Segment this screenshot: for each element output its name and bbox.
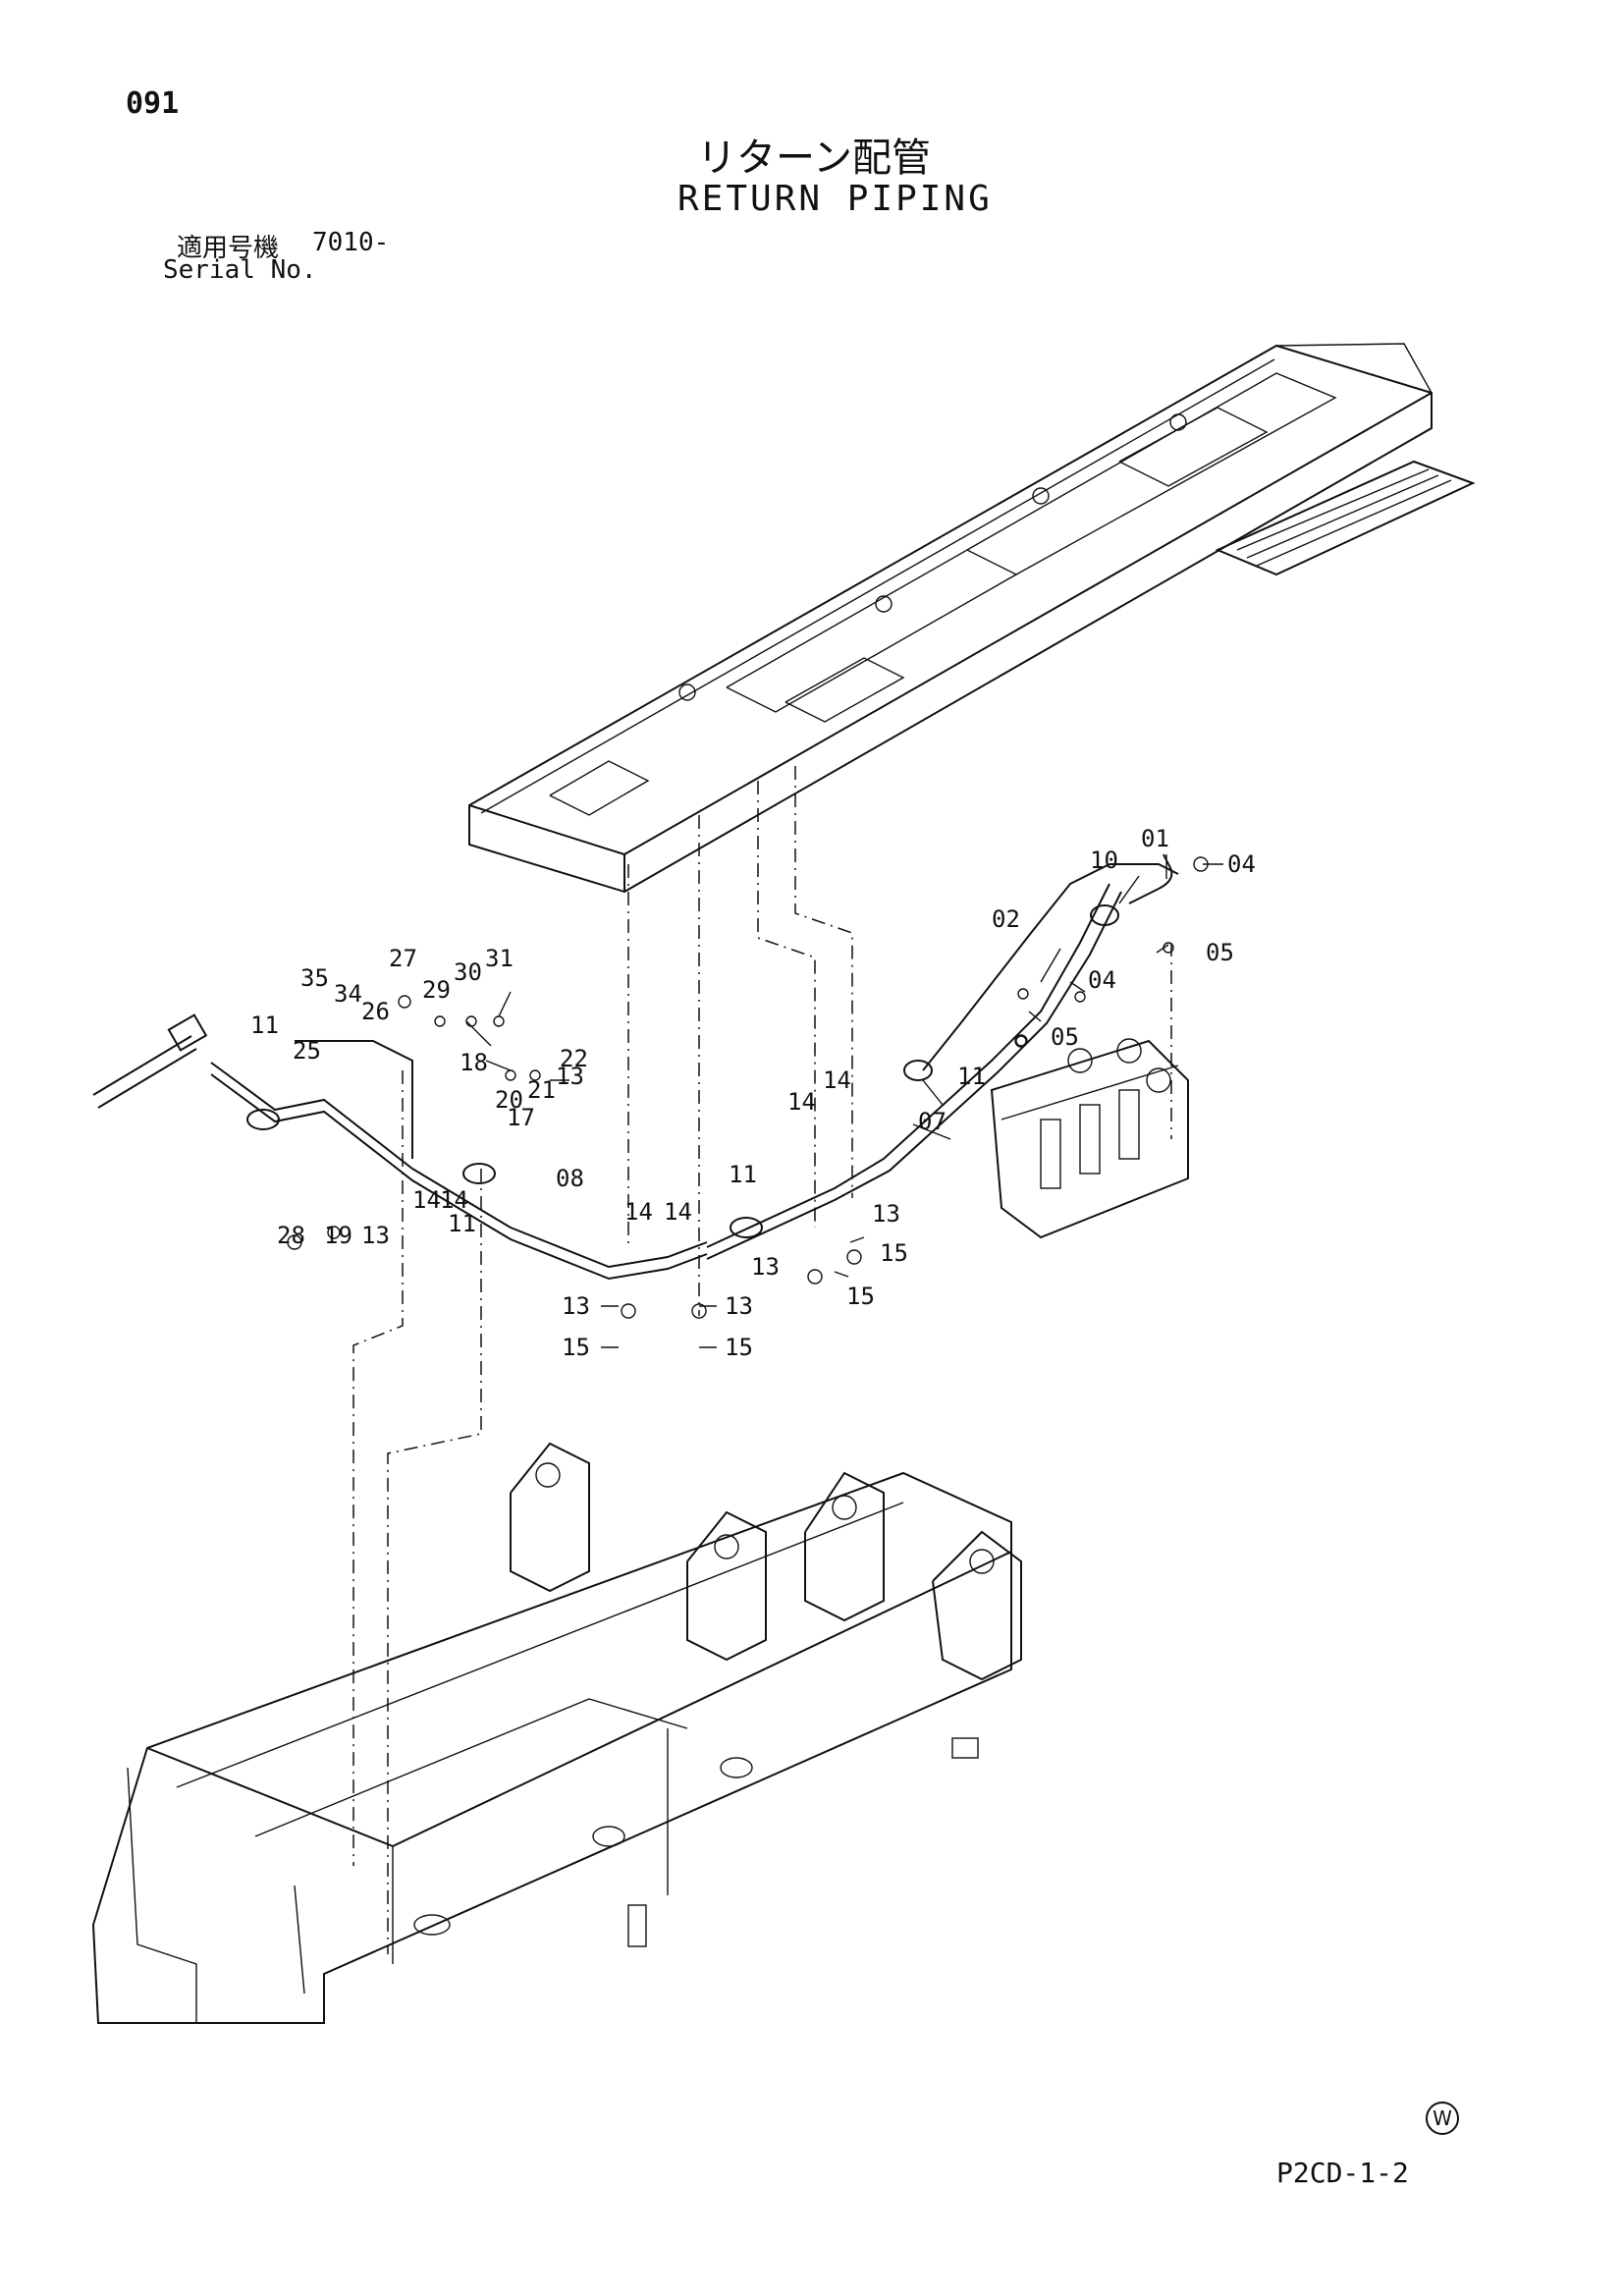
leader-lines [465,854,1223,1348]
callout-20: 20 [495,1086,523,1114]
callout-01: 01 [1141,825,1169,852]
callout-11-a: 11 [250,1011,279,1039]
callout-04-b: 04 [1088,966,1116,994]
callout-13-a: 13 [361,1222,390,1249]
serial-label-en: Serial No. [163,255,317,285]
page-title-en: RETURN PIPING [677,179,993,219]
page-number: 091 [126,86,180,121]
callout-14-a: 14 [412,1186,441,1214]
callout-11-b: 11 [448,1210,476,1237]
callout-14-e: 14 [823,1066,851,1094]
return-pipe-drawing [92,853,1209,1319]
callout-14-b: 14 [624,1198,653,1226]
callout-18: 18 [460,1049,488,1076]
callout-15-a: 15 [562,1334,590,1361]
upper-frame-drawing [468,343,1476,894]
callout-15-c: 15 [846,1283,875,1310]
callout-22: 22 [560,1045,588,1072]
callout-25: 25 [293,1037,321,1065]
callout-29: 29 [422,976,451,1004]
callout-31: 31 [485,945,514,972]
callout-27: 27 [389,945,417,972]
callout-10: 10 [1090,847,1118,874]
callout-21: 21 [527,1076,556,1104]
callout-02: 02 [992,905,1020,933]
callout-17: 17 [507,1104,535,1131]
callout-34: 34 [334,980,362,1008]
serial-label-jp: 適用号機 [177,234,280,263]
callout-28: 28 [277,1222,305,1249]
callout-11-c: 11 [729,1161,757,1188]
callout-13-e: 13 [872,1200,900,1228]
drawing-code: P2CD-1-2 [1276,2157,1409,2189]
page-title-jp: リターン配管 [697,136,931,181]
callout-26: 26 [361,998,390,1025]
callout-labels: 01 02 04 04 05 05 07 08 10 11 11 11 11 1… [250,825,1256,1361]
callout-35: 35 [300,964,329,992]
callout-14-c: 14 [664,1198,692,1226]
callout-14-d: 14 [787,1088,816,1116]
track-frame-drawing [91,1442,1022,2024]
callout-11-d: 11 [957,1063,986,1090]
callout-08: 08 [556,1165,584,1192]
w-mark-icon: W [1426,2102,1459,2135]
callout-13-b: 13 [562,1292,590,1320]
callout-13-f: 13 [556,1063,584,1090]
valve-block-drawing [990,1038,1189,1239]
callout-14-f: 14 [440,1186,468,1214]
callout-05-a: 05 [1206,939,1234,966]
callout-30: 30 [454,958,482,986]
reference-lines [352,766,1172,1954]
callout-07: 07 [918,1108,947,1135]
callout-15-d: 15 [880,1239,908,1267]
callout-13-c: 13 [725,1292,753,1320]
callout-13-d: 13 [751,1253,780,1281]
callout-15-b: 15 [725,1334,753,1361]
callout-19: 19 [324,1222,352,1249]
serial-value: 7010- [312,228,390,257]
callout-04-a: 04 [1227,850,1256,878]
callout-05-b: 05 [1051,1023,1079,1051]
